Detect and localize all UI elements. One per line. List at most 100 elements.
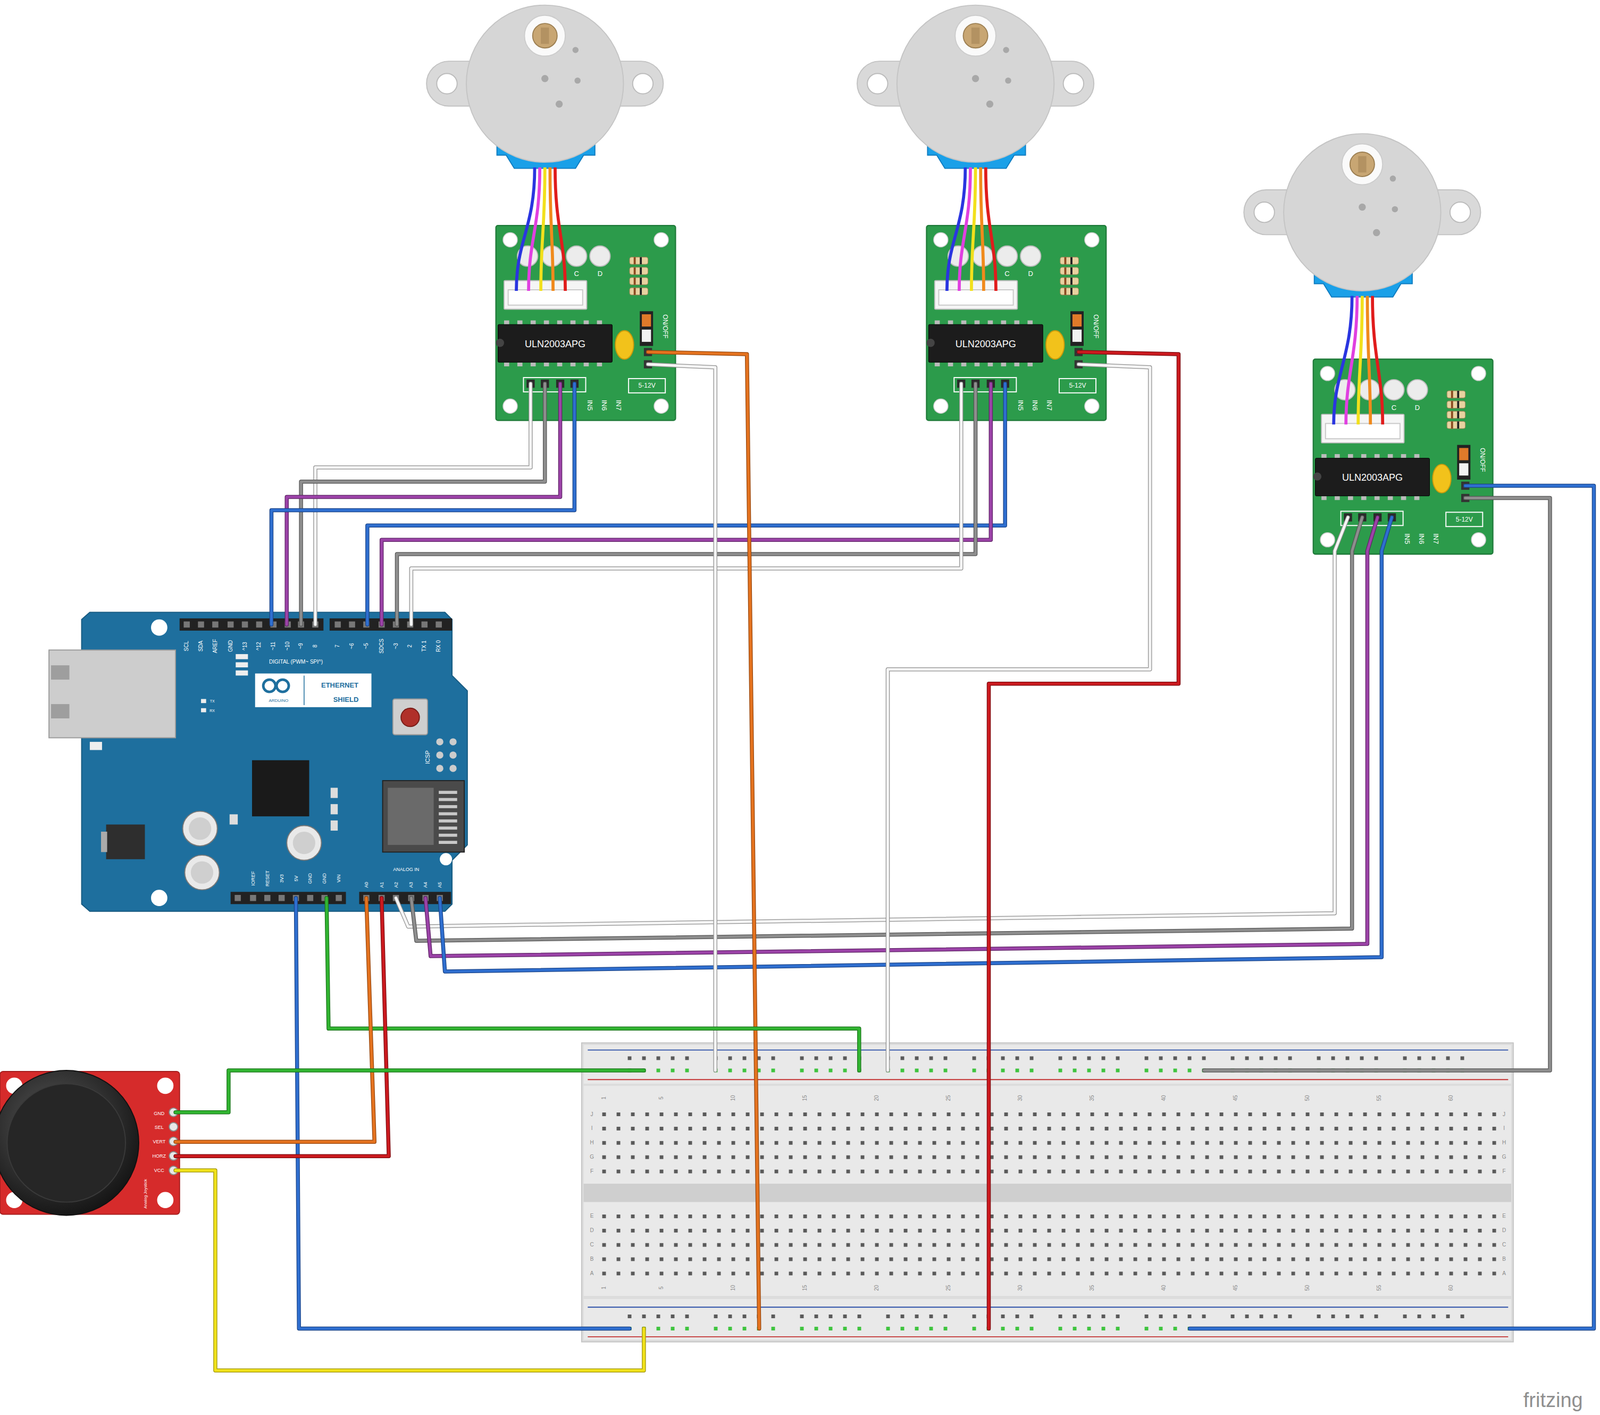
rivet [1358,203,1366,211]
hole [1047,1141,1052,1145]
hole [1377,1228,1382,1233]
hole [832,1126,836,1131]
hole [674,1141,678,1145]
hole [803,1112,808,1117]
hole [789,1214,793,1219]
led [1383,379,1404,400]
hole [1162,1169,1167,1174]
grid-label: G [1502,1154,1507,1160]
wire-outline [175,898,389,1157]
hole [702,1228,707,1233]
hole [1320,1228,1325,1233]
pin-pad [169,1122,178,1132]
rail-hole [1230,1056,1235,1061]
status-led [200,699,207,704]
rail-hole [714,1326,718,1331]
chip-pin [987,320,994,325]
hole [1133,1271,1138,1276]
hole [1119,1228,1124,1233]
hole [860,1243,865,1247]
hole [1047,1271,1052,1276]
jumper [639,311,653,346]
hole [875,1141,879,1145]
hole [1305,1126,1310,1131]
chip-pin [1361,454,1367,459]
hole [688,1141,693,1145]
hole [975,1155,980,1160]
breadboard: 151015202530354045505560JIHGFEDCBAJIHGFE… [581,1042,1514,1342]
chip-pin [948,362,954,367]
reset-button [392,699,428,735]
wire [300,383,546,625]
rail-hole [972,1314,977,1319]
motor-lead [516,167,535,291]
breadboard-art [581,1042,1514,1342]
pin-label: SEL [154,1125,164,1130]
hole [832,1228,836,1233]
hole [717,1126,722,1131]
hole [1291,1257,1296,1262]
hole [1033,1155,1037,1160]
hole [918,1257,923,1262]
pin-label: ICSP [424,750,431,765]
board-label: C [1391,403,1397,411]
resistor-band [1070,287,1073,295]
motor-lead [1358,296,1363,425]
rail-hole [1173,1068,1178,1073]
hole [817,1257,822,1262]
resistor [1060,287,1079,295]
resistor-band [1070,277,1073,285]
hole [1148,1155,1152,1160]
wire [326,898,860,1071]
hole [602,1126,607,1131]
hole [602,1271,607,1276]
hole [1334,1141,1339,1145]
hole [1219,1271,1224,1276]
hole [1148,1169,1152,1174]
terminal-area [583,1085,1512,1184]
hole [1320,1112,1325,1117]
rail-hole [972,1068,977,1073]
hole [875,1112,879,1117]
capacitor [1045,330,1065,360]
hole [1492,1126,1497,1131]
hole [1076,1169,1080,1174]
mount-hole [503,232,518,248]
hole [1061,1214,1066,1219]
hole [1176,1155,1181,1160]
hole [1119,1112,1124,1117]
resistor [1446,400,1466,408]
rail-hole [1345,1314,1350,1319]
hole [659,1155,664,1160]
hole [616,1169,621,1174]
hole [659,1228,664,1233]
mount-hole [1320,532,1335,548]
rivet [1004,77,1012,85]
hole [846,1155,851,1160]
pin-label: RX [209,708,215,712]
pin-label: ~10 [285,641,291,651]
mount-hole [151,619,168,636]
wire-core [271,383,575,625]
hole [846,1112,851,1117]
rail-hole [1187,1068,1192,1073]
driver-board-art [1313,358,1494,555]
rail-hole [1431,1314,1436,1319]
hole [1363,1169,1368,1174]
hole [1104,1257,1109,1262]
grid-label: 45 [1233,1284,1239,1291]
socket-inner [1325,423,1401,439]
hole [1420,1214,1425,1219]
rail-hole [1403,1314,1407,1319]
chip-pin [597,362,603,367]
hole [817,1126,822,1131]
hole [1119,1243,1124,1247]
hole [903,1169,908,1174]
logo-divider [303,675,305,706]
hole [947,1214,951,1219]
icsp-pin [449,764,457,772]
hole [1104,1271,1109,1276]
resistor [1446,411,1466,418]
rivet [555,100,563,108]
rail-hole [728,1314,733,1319]
